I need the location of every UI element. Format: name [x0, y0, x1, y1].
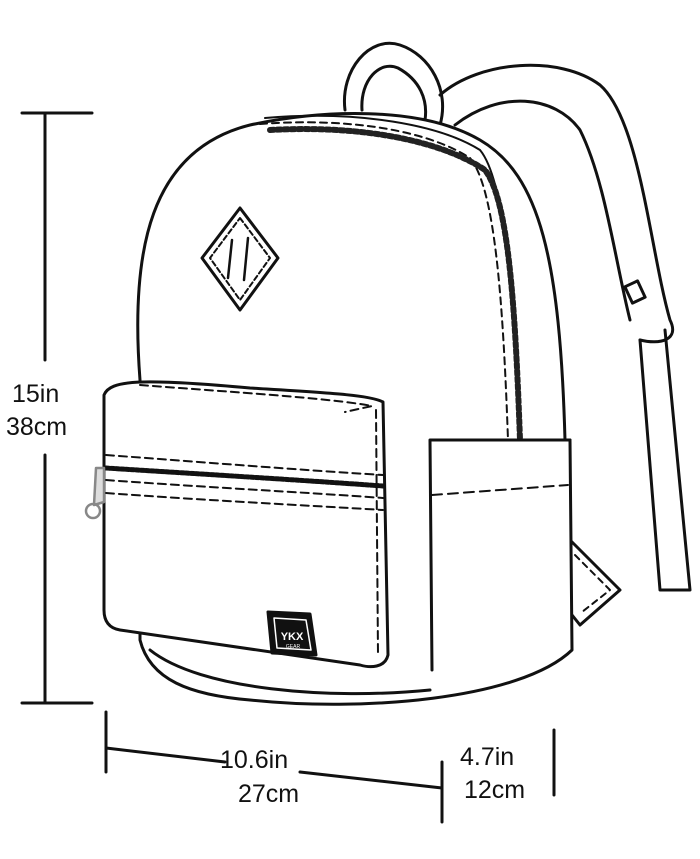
top-handle — [342, 41, 445, 127]
front-pocket — [102, 380, 390, 669]
depth-inches-label: 4.7in — [460, 743, 515, 771]
svg-text:YKX: YKX — [281, 631, 304, 643]
svg-text:GEAR: GEAR — [286, 644, 301, 650]
depth-cm-label: 12cm — [464, 776, 526, 804]
shoulder-strap — [438, 63, 692, 627]
width-cm-label: 27cm — [238, 780, 300, 808]
brand-logo-tag: YKX GEAR — [266, 610, 318, 657]
width-inches-label: 10.6in — [220, 746, 289, 774]
height-cm-label: 38cm — [6, 413, 68, 441]
zipper-pull-icon — [84, 466, 106, 520]
width-dimension-line — [104, 710, 444, 824]
diamond-patch — [200, 206, 280, 312]
height-inches-label: 15in — [12, 380, 60, 408]
height-dimension-line — [20, 111, 94, 705]
